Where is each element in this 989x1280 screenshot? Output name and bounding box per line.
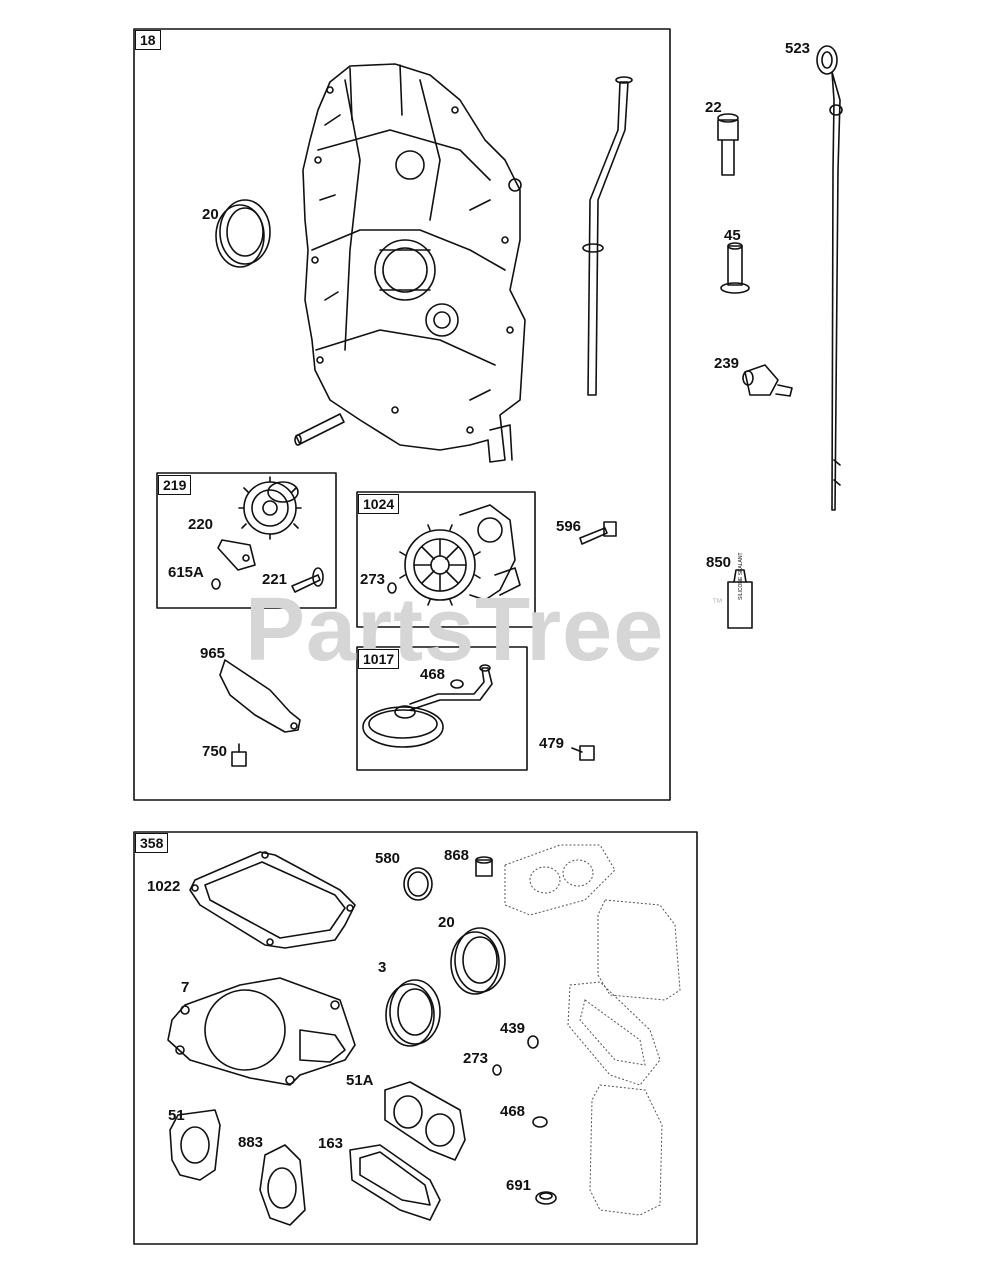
oil-pressure-switch-239-drawing bbox=[742, 364, 793, 397]
crankcase-cover-drawing bbox=[302, 63, 526, 463]
bolt-22-drawing bbox=[717, 113, 739, 176]
group-1024-frame bbox=[356, 491, 536, 628]
group-tag-358: 358 bbox=[135, 833, 169, 853]
screw-479-drawing bbox=[571, 745, 595, 761]
part-label-868[interactable]: 868 bbox=[444, 847, 470, 864]
part-label-273-set[interactable]: 273 bbox=[463, 1050, 489, 1067]
part-label-750[interactable]: 750 bbox=[202, 743, 228, 760]
screw-596-drawing bbox=[579, 521, 617, 545]
reference-gaskets-dotted bbox=[504, 844, 681, 1216]
part-label-439[interactable]: 439 bbox=[500, 1020, 526, 1037]
exhaust-gasket-51-drawing bbox=[169, 1109, 221, 1181]
intake-gasket-51a-drawing bbox=[384, 1081, 466, 1161]
part-label-691[interactable]: 691 bbox=[506, 1177, 532, 1194]
part-label-468-set[interactable]: 468 bbox=[500, 1103, 526, 1120]
part-label-523[interactable]: 523 bbox=[785, 40, 811, 57]
oil-pump-drawing bbox=[399, 504, 521, 606]
o-ring-273-drawing bbox=[387, 582, 397, 594]
group-219-frame bbox=[156, 472, 337, 609]
head-gasket-7-drawing bbox=[167, 977, 356, 1086]
cover-gasket-965-drawing bbox=[219, 659, 301, 733]
part-label-20-set[interactable]: 20 bbox=[438, 914, 455, 931]
part-label-883[interactable]: 883 bbox=[238, 1134, 264, 1151]
part-label-1022[interactable]: 1022 bbox=[147, 878, 181, 895]
part-label-7[interactable]: 7 bbox=[181, 979, 190, 996]
part-label-221[interactable]: 221 bbox=[262, 571, 288, 588]
group-tag-219: 219 bbox=[158, 475, 192, 495]
oil-seal-20-drawing bbox=[215, 199, 271, 268]
sealant-tube-850-drawing bbox=[727, 569, 753, 629]
valve-seal-868-drawing bbox=[475, 856, 493, 877]
part-label-965[interactable]: 965 bbox=[200, 645, 226, 662]
part-label-51[interactable]: 51 bbox=[168, 1107, 185, 1124]
part-label-51a[interactable]: 51A bbox=[346, 1072, 374, 1089]
o-ring-468-set-drawing bbox=[532, 1116, 548, 1128]
seal-580-drawing bbox=[403, 867, 433, 901]
gasket-883-drawing bbox=[259, 1144, 306, 1226]
screw-750-drawing bbox=[231, 743, 247, 767]
part-label-20[interactable]: 20 bbox=[202, 206, 219, 223]
governor-shaft-221-drawing bbox=[291, 567, 324, 593]
washer-615a-drawing bbox=[211, 578, 221, 590]
governor-arm-plate-drawing bbox=[217, 539, 256, 571]
group-tag-18: 18 bbox=[135, 30, 161, 50]
part-label-273[interactable]: 273 bbox=[360, 571, 386, 588]
seal-691-drawing bbox=[535, 1191, 557, 1205]
o-ring-468-drawing bbox=[450, 679, 464, 689]
part-label-3[interactable]: 3 bbox=[378, 959, 387, 976]
part-label-615a[interactable]: 615A bbox=[168, 564, 204, 581]
o-ring-273-set-drawing bbox=[492, 1064, 502, 1076]
part-label-163[interactable]: 163 bbox=[318, 1135, 344, 1152]
watermark-trademark: ™ bbox=[712, 597, 723, 609]
dipstick-tube-drawing bbox=[582, 76, 633, 396]
rocker-cover-gasket-1022-drawing bbox=[189, 851, 356, 949]
group-1017-frame bbox=[356, 646, 528, 771]
part-label-220[interactable]: 220 bbox=[188, 516, 214, 533]
gasket-163-drawing bbox=[349, 1144, 441, 1221]
oil-seal-3-drawing bbox=[385, 979, 441, 1047]
part-label-596[interactable]: 596 bbox=[556, 518, 582, 535]
group-tag-1017: 1017 bbox=[358, 649, 400, 669]
part-label-468[interactable]: 468 bbox=[420, 666, 446, 683]
breather-tube-45-drawing bbox=[720, 242, 750, 294]
part-label-239[interactable]: 239 bbox=[714, 355, 740, 372]
oil-pickup-drawing bbox=[362, 664, 493, 748]
group-358-frame bbox=[133, 831, 698, 1245]
part-label-22[interactable]: 22 bbox=[705, 99, 722, 116]
watermark-text: PartsTree bbox=[245, 580, 665, 680]
part-label-45[interactable]: 45 bbox=[724, 227, 741, 244]
dowel-pin-drawing bbox=[294, 413, 345, 446]
part-label-479[interactable]: 479 bbox=[539, 735, 565, 752]
dipstick-523-drawing bbox=[816, 45, 843, 511]
group-tag-1024: 1024 bbox=[358, 494, 400, 514]
o-ring-439-drawing bbox=[527, 1035, 539, 1049]
group-18-frame bbox=[133, 28, 671, 801]
oil-seal-20-set-drawing bbox=[450, 927, 506, 995]
sealant-tube-label: SILICONE SEALANT bbox=[738, 552, 744, 600]
part-label-580[interactable]: 580 bbox=[375, 850, 401, 867]
part-label-850[interactable]: 850 bbox=[706, 554, 732, 571]
governor-gear-drawing bbox=[238, 476, 302, 540]
